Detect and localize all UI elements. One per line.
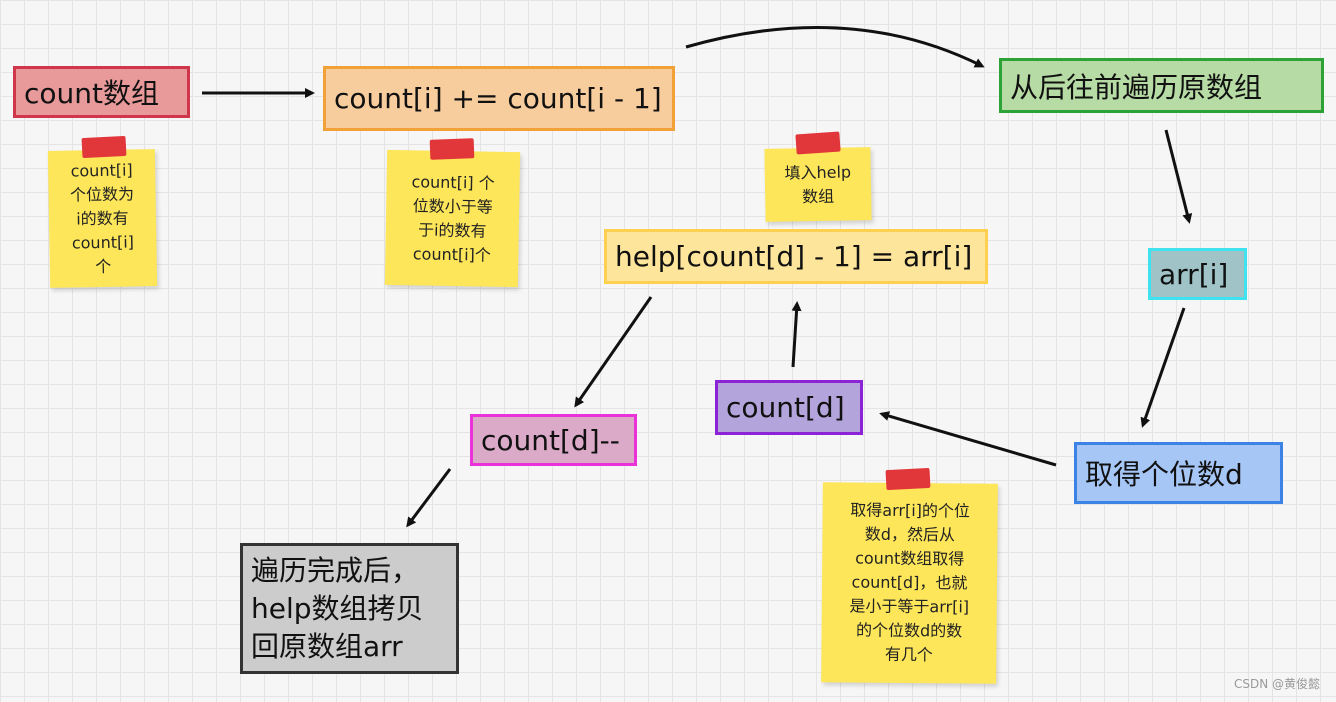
prefix-sum-node: count[i] += count[i - 1] xyxy=(323,66,675,131)
get-digit-node: 取得个位数d xyxy=(1074,442,1283,504)
count-d-node: count[d] xyxy=(715,380,863,435)
tape-icon xyxy=(429,138,475,160)
count-decrement-node: count[d]-- xyxy=(470,414,637,466)
arrow-digit-to-countd xyxy=(879,411,1057,467)
tape-icon xyxy=(885,467,931,491)
sticky-note-text: 取得arr[i]的个位 数d，然后从 count数组取得 count[d]，也就… xyxy=(849,500,971,665)
traverse-backward-node: 从后往前遍历原数组 xyxy=(999,58,1324,113)
sticky-note-count-meaning: count[i] 个位数为 i的数有 count[i] 个 xyxy=(47,149,158,288)
arrow-help-to-decrement xyxy=(574,296,653,408)
arr-i-node: arr[i] xyxy=(1148,248,1247,300)
sticky-note-text: 填入help 数组 xyxy=(784,161,852,206)
tape-icon xyxy=(81,135,127,159)
tape-icon xyxy=(795,131,841,155)
watermark: CSDN @黄俊懿 xyxy=(1233,677,1320,691)
copy-back-node: 遍历完成后， help数组拷贝 回原数组arr xyxy=(240,543,459,674)
arrow-prefix-to-traverse xyxy=(685,26,985,68)
count-array-node: count数组 xyxy=(13,66,190,118)
sticky-note-get-count: 取得arr[i]的个位 数d，然后从 count数组取得 count[d]，也就… xyxy=(821,482,998,684)
help-assign-node: help[count[d] - 1] = arr[i] xyxy=(604,229,988,284)
sticky-note-fill-help: 填入help 数组 xyxy=(764,147,872,222)
arrow-traverse-to-arr xyxy=(1164,129,1193,224)
arrow-decrement-to-copy xyxy=(406,468,452,528)
arrow-countd-to-help xyxy=(791,301,802,368)
arrow-arr-to-digit xyxy=(1140,307,1186,428)
sticky-note-prefix-meaning: count[i] 个 位数小于等 于i的数有 count[i]个 xyxy=(384,149,521,288)
sticky-note-text: count[i] 个位数为 i的数有 count[i] 个 xyxy=(69,159,135,276)
sticky-note-text: count[i] 个 位数小于等 于i的数有 count[i]个 xyxy=(411,171,495,265)
